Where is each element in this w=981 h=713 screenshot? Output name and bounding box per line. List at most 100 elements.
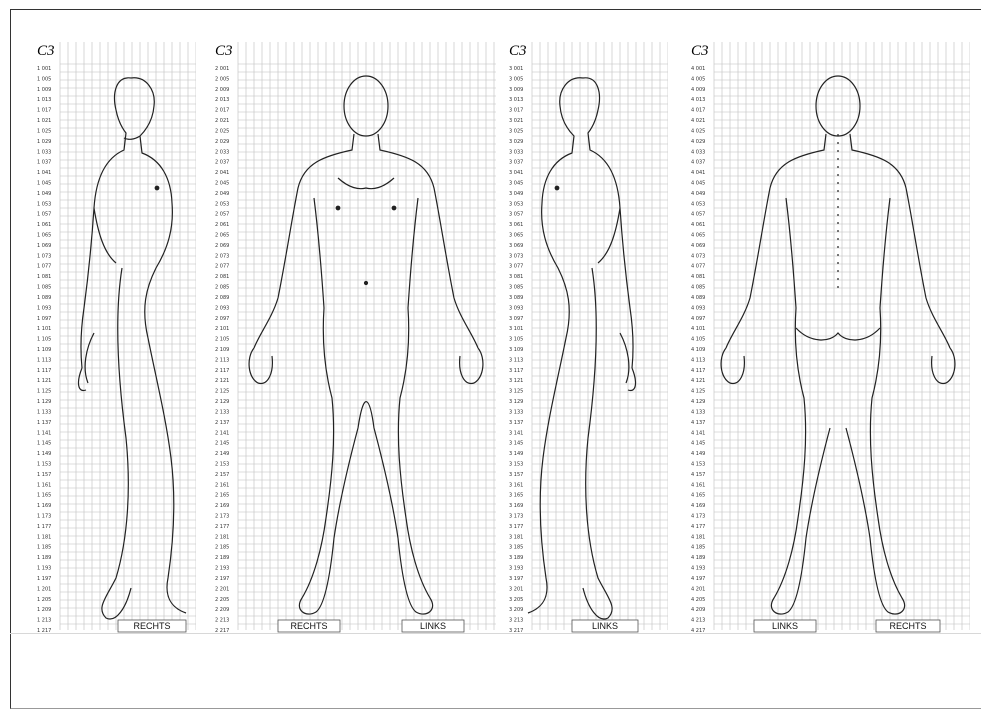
sheet-4-svg: 4 0014 0054 0094 0134 0174 0214 0254 029…	[690, 38, 970, 634]
row-code-label: 4 041	[691, 170, 705, 176]
row-code-label: 2 017	[215, 108, 229, 114]
row-code-label: 2 021	[215, 118, 229, 124]
row-code-label: 1 153	[37, 461, 51, 467]
row-code-label: 3 073	[509, 253, 523, 259]
row-code-label: 3 077	[509, 264, 523, 270]
row-code-label: 4 033	[691, 149, 705, 155]
row-code-label: 3 017	[509, 108, 523, 114]
caption-label: LINKS	[592, 621, 618, 631]
row-code-label: 1 053	[37, 201, 51, 207]
row-code-label: 1 073	[37, 253, 51, 259]
row-code-label: 1 193	[37, 566, 51, 572]
row-code-label: 3 029	[509, 139, 523, 145]
row-code-label: 4 113	[691, 357, 705, 363]
row-code-label: 1 105	[37, 337, 51, 343]
row-code-label: 2 025	[215, 128, 229, 134]
row-code-label: 4 009	[691, 87, 705, 93]
caption-label: RECHTS	[889, 621, 926, 631]
row-code-label: 1 097	[37, 316, 51, 322]
row-code-label: 4 045	[691, 180, 705, 186]
row-code-label: 3 085	[509, 285, 523, 291]
row-code-label: 3 169	[509, 503, 523, 509]
row-code-label: 2 161	[215, 482, 229, 488]
row-code-label: 3 001	[509, 66, 523, 72]
row-code-label: 1 141	[37, 430, 51, 436]
row-code-label: 3 205	[509, 597, 523, 603]
row-code-label: 3 109	[509, 347, 523, 353]
row-code-label: 4 141	[691, 430, 705, 436]
row-code-label: 1 037	[37, 160, 51, 166]
body-outline	[528, 78, 635, 619]
row-code-label: 4 125	[691, 389, 705, 395]
row-labels: 3 0013 0053 0093 0133 0173 0213 0253 029…	[509, 66, 523, 634]
row-code-label: 4 025	[691, 128, 705, 134]
row-code-label: 2 149	[215, 451, 229, 457]
row-code-label: 1 161	[37, 482, 51, 488]
row-code-label: 3 165	[509, 493, 523, 499]
row-code-label: 2 181	[215, 534, 229, 540]
row-code-label: 2 073	[215, 253, 229, 259]
row-code-label: 1 117	[37, 368, 51, 374]
caption-label: LINKS	[420, 621, 446, 631]
row-code-label: 4 197	[691, 576, 705, 582]
row-code-label: 4 217	[691, 628, 705, 634]
row-code-label: 1 021	[37, 118, 51, 124]
row-code-label: 1 125	[37, 389, 51, 395]
row-code-label: 2 085	[215, 285, 229, 291]
row-code-label: 1 093	[37, 305, 51, 311]
row-code-label: 1 205	[37, 597, 51, 603]
row-code-label: 3 005	[509, 76, 523, 82]
row-code-label: 2 077	[215, 264, 229, 270]
row-code-label: 2 069	[215, 243, 229, 249]
row-code-label: 3 089	[509, 295, 523, 301]
row-code-label: 1 133	[37, 409, 51, 415]
row-code-label: 1 045	[37, 180, 51, 186]
row-code-label: 4 077	[691, 264, 705, 270]
row-code-label: 4 213	[691, 618, 705, 624]
row-code-label: 2 053	[215, 201, 229, 207]
row-code-label: 2 049	[215, 191, 229, 197]
row-code-label: 4 201	[691, 586, 705, 592]
row-code-label: 4 097	[691, 316, 705, 322]
row-code-label: 3 081	[509, 274, 523, 280]
row-code-label: 3 117	[509, 368, 523, 374]
row-code-label: 1 061	[37, 222, 51, 228]
row-code-label: 1 113	[37, 357, 51, 363]
grid	[238, 42, 496, 630]
row-code-label: 4 137	[691, 420, 705, 426]
row-code-label: 2 129	[215, 399, 229, 405]
sheet-2-svg: 2 0012 0052 0092 0132 0172 0212 0252 029…	[214, 38, 496, 634]
row-code-label: 2 141	[215, 430, 229, 436]
row-labels: 2 0012 0052 0092 0132 0172 0212 0252 029…	[215, 66, 229, 634]
row-code-label: 3 217	[509, 628, 523, 634]
row-code-label: 1 189	[37, 555, 51, 561]
row-code-label: 4 085	[691, 285, 705, 291]
row-code-label: 2 157	[215, 472, 229, 478]
row-code-label: 3 197	[509, 576, 523, 582]
row-code-label: 3 057	[509, 212, 523, 218]
row-code-label: 1 201	[37, 586, 51, 592]
row-code-label: 2 209	[215, 607, 229, 613]
row-code-label: 3 053	[509, 201, 523, 207]
row-code-label: 1 065	[37, 233, 51, 239]
row-code-label: 4 065	[691, 233, 705, 239]
row-code-label: 2 093	[215, 305, 229, 311]
row-code-label: 3 145	[509, 441, 523, 447]
row-code-label: 1 177	[37, 524, 51, 530]
row-code-label: 1 157	[37, 472, 51, 478]
row-code-label: 3 045	[509, 180, 523, 186]
row-code-label: 2 041	[215, 170, 229, 176]
caption-label: RECHTS	[133, 621, 170, 631]
row-code-label: 1 001	[37, 66, 51, 72]
logo-mark: C3	[691, 43, 709, 59]
logo-mark: C3	[37, 43, 55, 59]
row-code-label: 3 157	[509, 472, 523, 478]
row-code-label: 1 129	[37, 399, 51, 405]
row-code-label: 1 217	[37, 628, 51, 634]
row-code-label: 4 181	[691, 534, 705, 540]
caption-boxes: RECHTSLINKS	[278, 620, 464, 632]
row-code-label: 1 181	[37, 534, 51, 540]
row-code-label: 4 053	[691, 201, 705, 207]
row-code-label: 1 137	[37, 420, 51, 426]
